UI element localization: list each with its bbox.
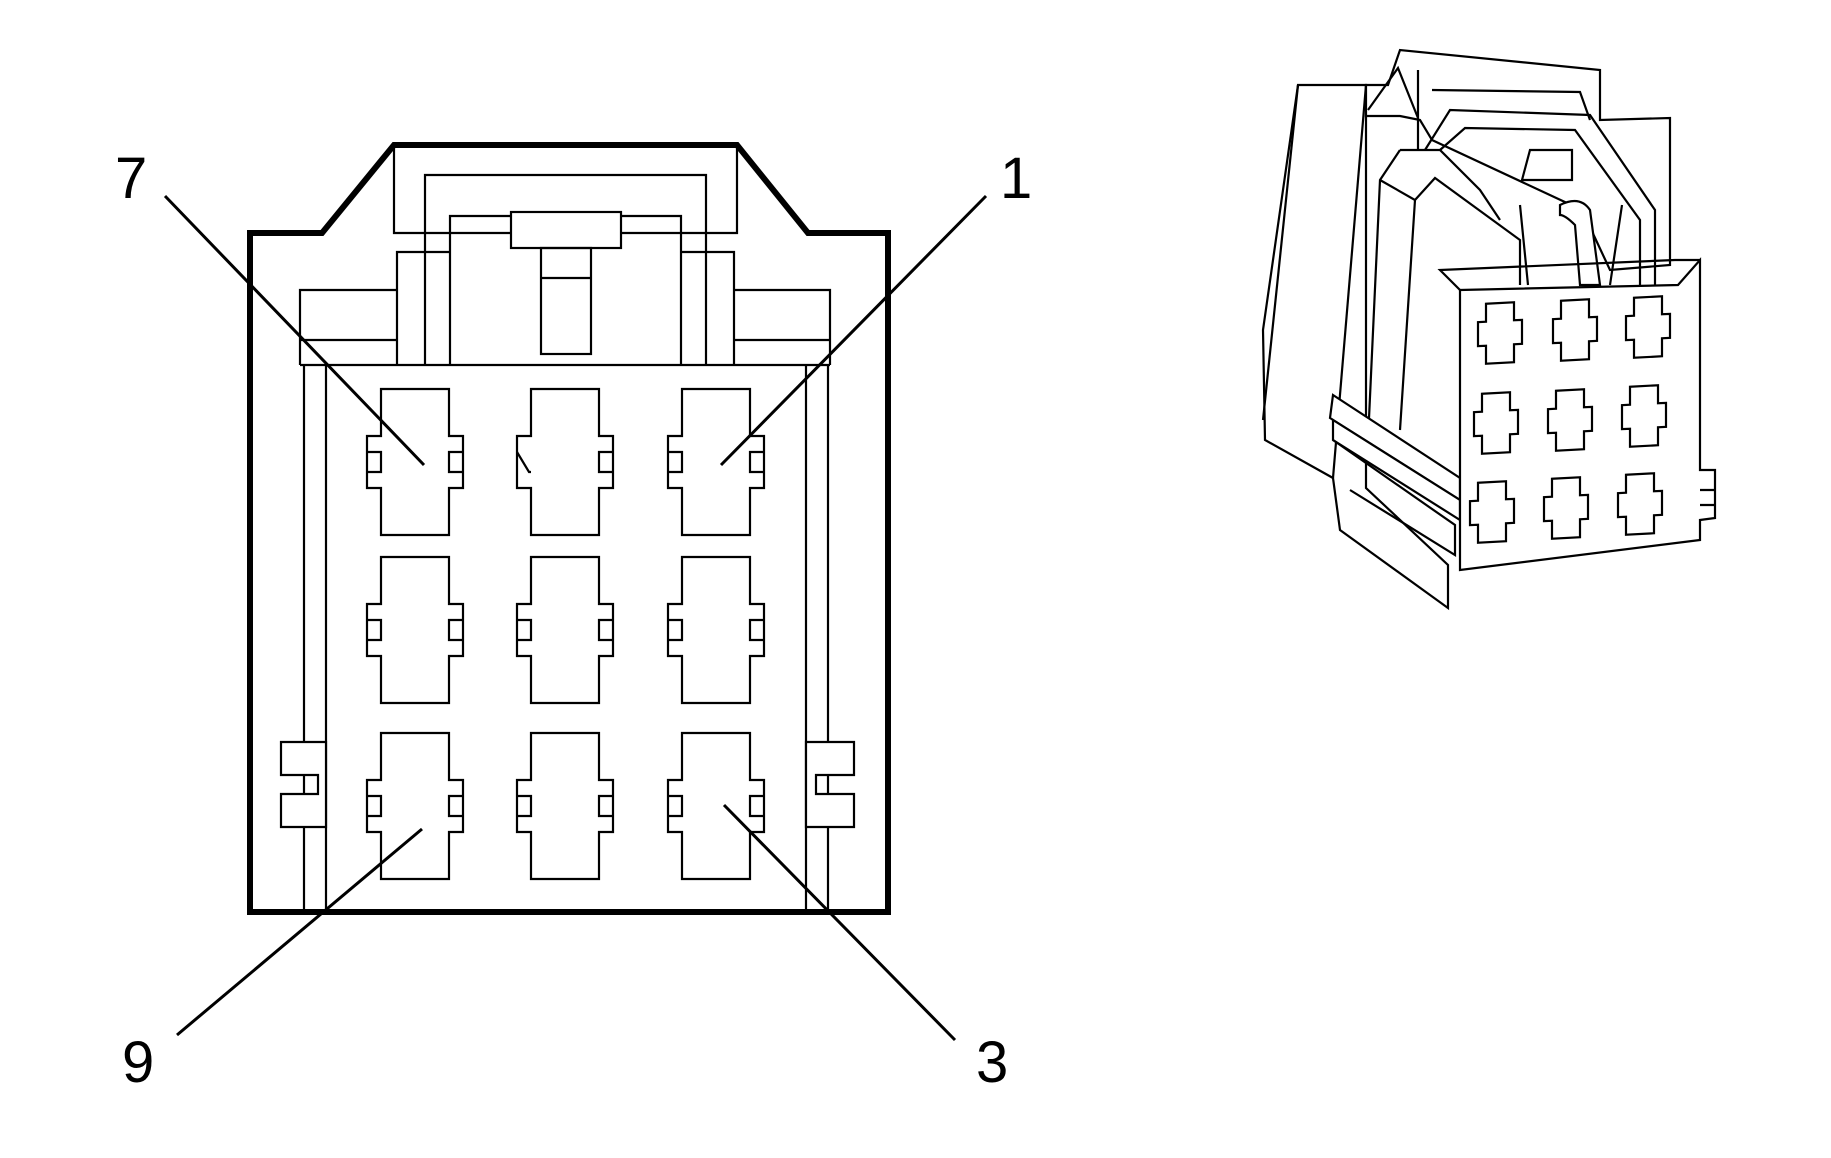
left-step bbox=[298, 288, 397, 365]
iso-latch-ramp bbox=[1367, 65, 1420, 119]
iso-cavity bbox=[1472, 391, 1520, 455]
cavity bbox=[666, 731, 766, 881]
leader-line-pin-1 bbox=[719, 194, 988, 467]
pin-label-1: 1 bbox=[1000, 146, 1032, 211]
cavity bbox=[365, 555, 465, 705]
pin-label-3: 3 bbox=[976, 1030, 1008, 1095]
cavity bbox=[515, 555, 615, 705]
iso-front-lip bbox=[1700, 488, 1715, 507]
right-lock-tab bbox=[804, 740, 856, 829]
pin-label-9: 9 bbox=[122, 1030, 154, 1095]
iso-cavity bbox=[1476, 301, 1524, 365]
connector-front-view: 7 1 9 3 bbox=[115, 142, 1032, 1095]
connector-iso-view bbox=[1261, 48, 1717, 611]
iso-cavity bbox=[1542, 476, 1590, 540]
cavity bbox=[365, 387, 465, 537]
cavity bbox=[365, 731, 465, 881]
leader-line-pin-9 bbox=[176, 827, 423, 1037]
iso-cavity bbox=[1620, 384, 1668, 448]
iso-cavity-grid bbox=[1468, 295, 1672, 544]
iso-body-left bbox=[1261, 83, 1450, 611]
iso-cavity bbox=[1468, 480, 1516, 544]
iso-body-left-edge bbox=[1261, 84, 1300, 421]
right-ledge bbox=[681, 250, 736, 365]
right-step bbox=[734, 288, 832, 365]
cavity bbox=[515, 387, 615, 537]
latch-stem bbox=[539, 246, 593, 356]
iso-rail-lower3 bbox=[1332, 439, 1457, 557]
pin-label-7: 7 bbox=[115, 146, 147, 211]
iso-inner-wall2 bbox=[1400, 148, 1501, 221]
latch-frame bbox=[423, 173, 708, 365]
leader-line-pin-7 bbox=[163, 194, 426, 467]
iso-latch-arm bbox=[1424, 108, 1657, 285]
iso-cavity bbox=[1546, 388, 1594, 452]
cavity-grid bbox=[365, 387, 766, 881]
iso-cavity bbox=[1551, 298, 1599, 362]
iso-cavity bbox=[1624, 295, 1672, 359]
iso-latch-frame bbox=[1416, 70, 1592, 150]
cavity bbox=[666, 555, 766, 705]
left-ledge bbox=[395, 250, 450, 365]
cavity bbox=[666, 387, 766, 537]
iso-latch-arm2 bbox=[1439, 126, 1642, 285]
iso-latch-knob bbox=[1520, 148, 1574, 182]
iso-front-top-edge bbox=[1437, 258, 1700, 291]
latch-tab bbox=[509, 210, 623, 250]
iso-latch-sides bbox=[1518, 204, 1624, 286]
iso-cavity bbox=[1616, 472, 1664, 536]
leader-line-pin-3 bbox=[722, 803, 957, 1042]
left-lock-tab bbox=[279, 740, 328, 829]
cavity bbox=[515, 731, 615, 881]
